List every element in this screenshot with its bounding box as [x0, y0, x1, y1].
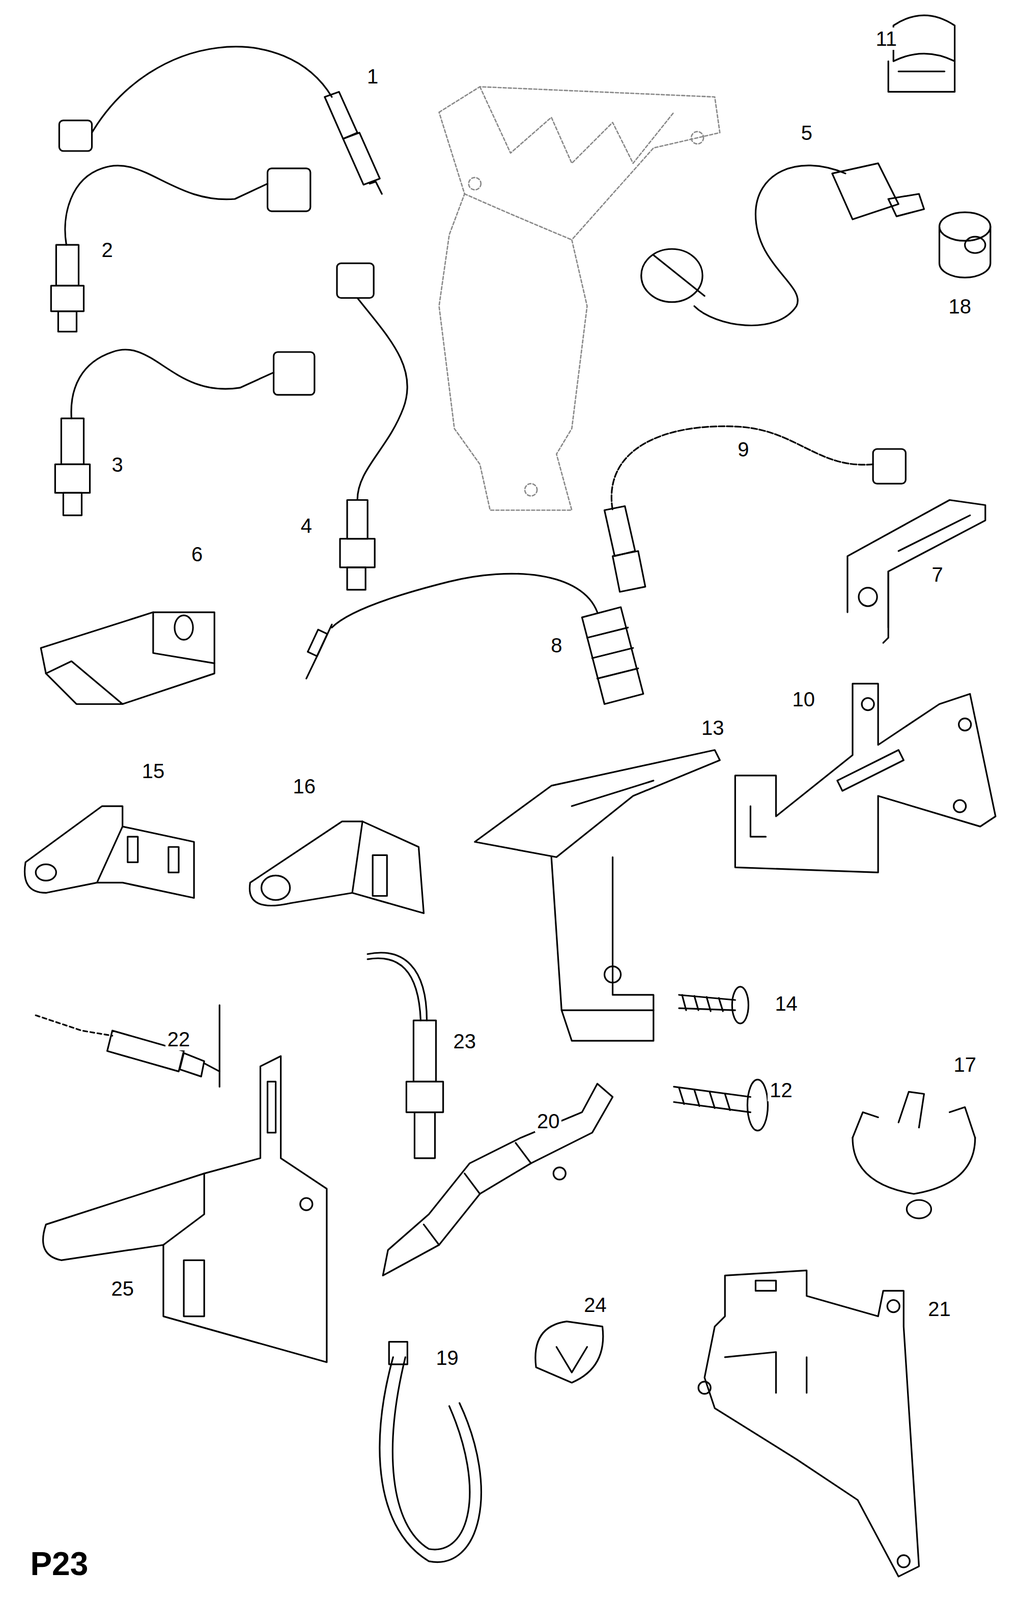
oxygen-sensor — [50, 165, 311, 332]
callout-number: 11 — [873, 27, 899, 50]
callout-number: 13 — [699, 716, 727, 740]
callout-number: 10 — [789, 688, 817, 711]
bracket — [24, 806, 194, 898]
oxygen-sensor — [367, 952, 443, 1159]
bracket — [847, 500, 986, 644]
exhaust-manifold — [439, 86, 721, 511]
callout-number: 5 — [799, 121, 815, 145]
callout-number: 18 — [946, 295, 974, 318]
callout-number: 23 — [450, 1030, 478, 1053]
bracket — [698, 1270, 919, 1577]
bracket — [249, 821, 424, 914]
callout-number: 21 — [925, 1297, 953, 1321]
callout-number: 8 — [548, 634, 564, 657]
heat-shield — [40, 612, 215, 704]
page-code: P23 — [27, 1546, 91, 1582]
callout-number: 9 — [735, 438, 751, 461]
bracket — [734, 683, 996, 873]
callout-number: 19 — [433, 1346, 461, 1370]
separator-line — [218, 1005, 221, 1087]
cable-tie — [379, 1342, 482, 1563]
cable-clip — [888, 15, 955, 92]
oxygen-sensor — [59, 46, 382, 194]
callout-number: 7 — [929, 563, 945, 586]
clip — [852, 1091, 976, 1219]
speed-sensor — [641, 163, 925, 326]
screw — [679, 986, 749, 1024]
callout-number: 25 — [108, 1277, 136, 1300]
oxygen-sensor — [604, 426, 907, 592]
callout-number: 14 — [772, 992, 800, 1015]
callout-number: 24 — [581, 1293, 609, 1317]
callout-number: 1 — [364, 65, 381, 88]
callout-number: 20 — [534, 1110, 562, 1133]
callout-number: 3 — [109, 453, 126, 476]
oxygen-sensor — [35, 1015, 220, 1077]
clip — [535, 1321, 604, 1383]
callout-number: 2 — [99, 238, 116, 262]
grommet — [939, 212, 991, 278]
callout-number: 4 — [298, 514, 315, 537]
callout-number: 22 — [165, 1028, 193, 1051]
bracket — [43, 1056, 327, 1363]
callout-number: 6 — [189, 543, 205, 566]
callout-number: 15 — [139, 759, 167, 783]
callout-number: 12 — [767, 1079, 795, 1102]
oxygen-sensor — [54, 349, 315, 516]
oxygen-sensor — [336, 263, 408, 590]
cable-strip — [382, 1083, 613, 1276]
screw — [673, 1079, 769, 1131]
temperature-sensor — [306, 573, 644, 704]
callout-number: 16 — [291, 775, 319, 798]
callout-number: 17 — [951, 1053, 979, 1077]
